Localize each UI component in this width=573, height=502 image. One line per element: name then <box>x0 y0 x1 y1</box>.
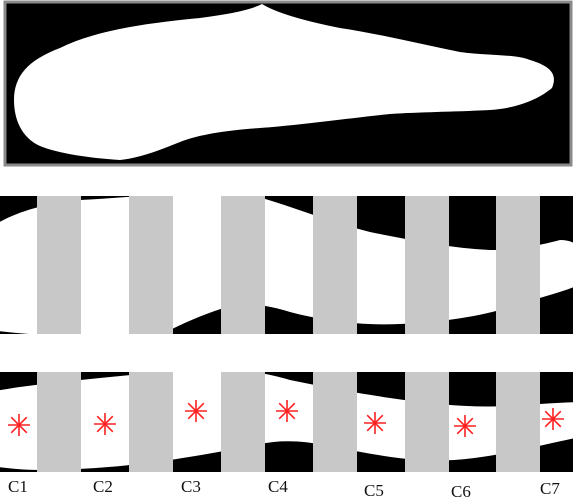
separator-bar <box>221 372 265 472</box>
silhouette-shape <box>14 4 554 160</box>
separator-bar <box>129 372 173 472</box>
separator-group-middle <box>37 196 540 334</box>
panel-segmented <box>0 196 573 334</box>
centroid-marker <box>8 414 30 436</box>
centroid-marker-stroke <box>366 414 384 432</box>
centroid-marker <box>454 415 476 437</box>
separator-bar <box>496 196 540 334</box>
column-label: C2 <box>93 477 113 496</box>
separator-bar <box>496 372 540 472</box>
separator-bar <box>405 372 449 472</box>
centroid-marker <box>364 412 386 434</box>
separator-bar <box>405 196 449 334</box>
panel-silhouette <box>3 0 573 167</box>
separator-bar <box>313 372 357 472</box>
column-label: C1 <box>8 477 28 496</box>
column-label: C3 <box>181 477 201 496</box>
centroid-marker <box>276 400 298 422</box>
panel-centroids <box>0 372 573 472</box>
column-label: C7 <box>540 479 560 498</box>
separator-bar <box>313 196 357 334</box>
centroid-marker <box>94 413 116 435</box>
separator-bar <box>129 196 173 334</box>
centroid-marker <box>185 400 207 422</box>
centroid-marker-stroke <box>278 402 296 420</box>
centroid-markers <box>8 400 564 437</box>
separator-bar <box>221 196 265 334</box>
centroid-marker-stroke <box>187 402 205 420</box>
column-label: C6 <box>451 482 471 501</box>
centroid-marker-stroke <box>544 410 562 428</box>
centroid-marker <box>542 408 564 430</box>
centroid-marker-stroke <box>10 416 28 434</box>
separator-bar <box>37 196 81 334</box>
separator-bar <box>37 372 81 472</box>
column-label: C5 <box>364 481 384 500</box>
centroid-marker-stroke <box>96 415 114 433</box>
column-label: C4 <box>268 477 288 496</box>
centroid-marker-stroke <box>456 417 474 435</box>
separator-group-bottom <box>37 372 540 472</box>
